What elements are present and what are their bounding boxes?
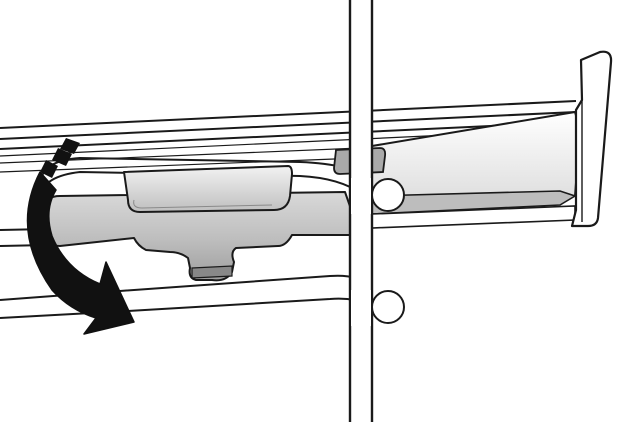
side-wall-post [348, 0, 405, 422]
release-tab [45, 147, 387, 282]
telescopic-runner [371, 50, 613, 229]
rotate-down-arrow [26, 138, 135, 335]
oven-shelf-rail [0, 100, 577, 173]
